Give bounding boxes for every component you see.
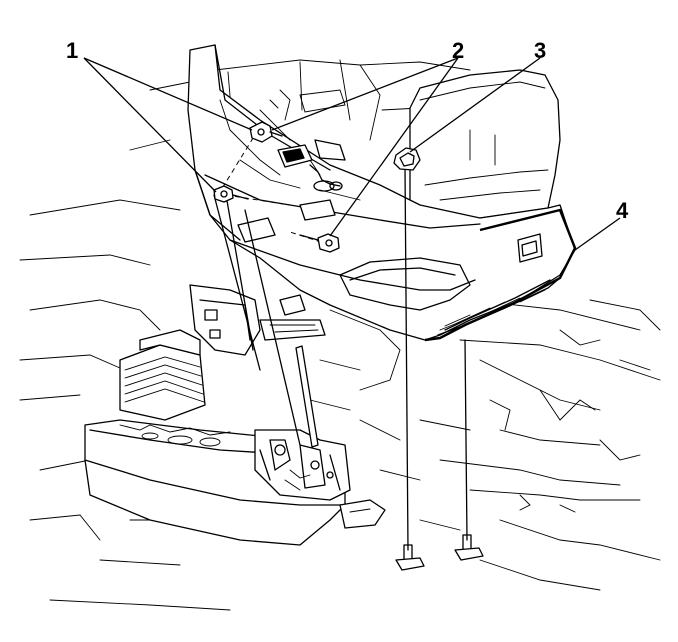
callout-label-2: 2 bbox=[452, 38, 465, 63]
vehicle-floor-structure bbox=[19, 59, 661, 611]
bolt-item2-lower bbox=[299, 233, 340, 253]
callout-label-4: 4 bbox=[616, 198, 629, 223]
mounting-bracket bbox=[189, 284, 326, 356]
center-console bbox=[187, 44, 577, 342]
floor-stud-left bbox=[395, 544, 425, 571]
shifter-base-assembly bbox=[84, 329, 386, 546]
fastener-alignment-lines bbox=[213, 129, 468, 551]
callout-label-1: 1 bbox=[66, 38, 79, 63]
floor-stud-right bbox=[454, 534, 484, 561]
bolt-upper bbox=[249, 121, 283, 143]
bolt-mid-left bbox=[213, 185, 249, 203]
nut-item3 bbox=[393, 147, 421, 171]
callout-label-3: 3 bbox=[534, 38, 547, 63]
callout-leaders bbox=[83, 57, 621, 251]
